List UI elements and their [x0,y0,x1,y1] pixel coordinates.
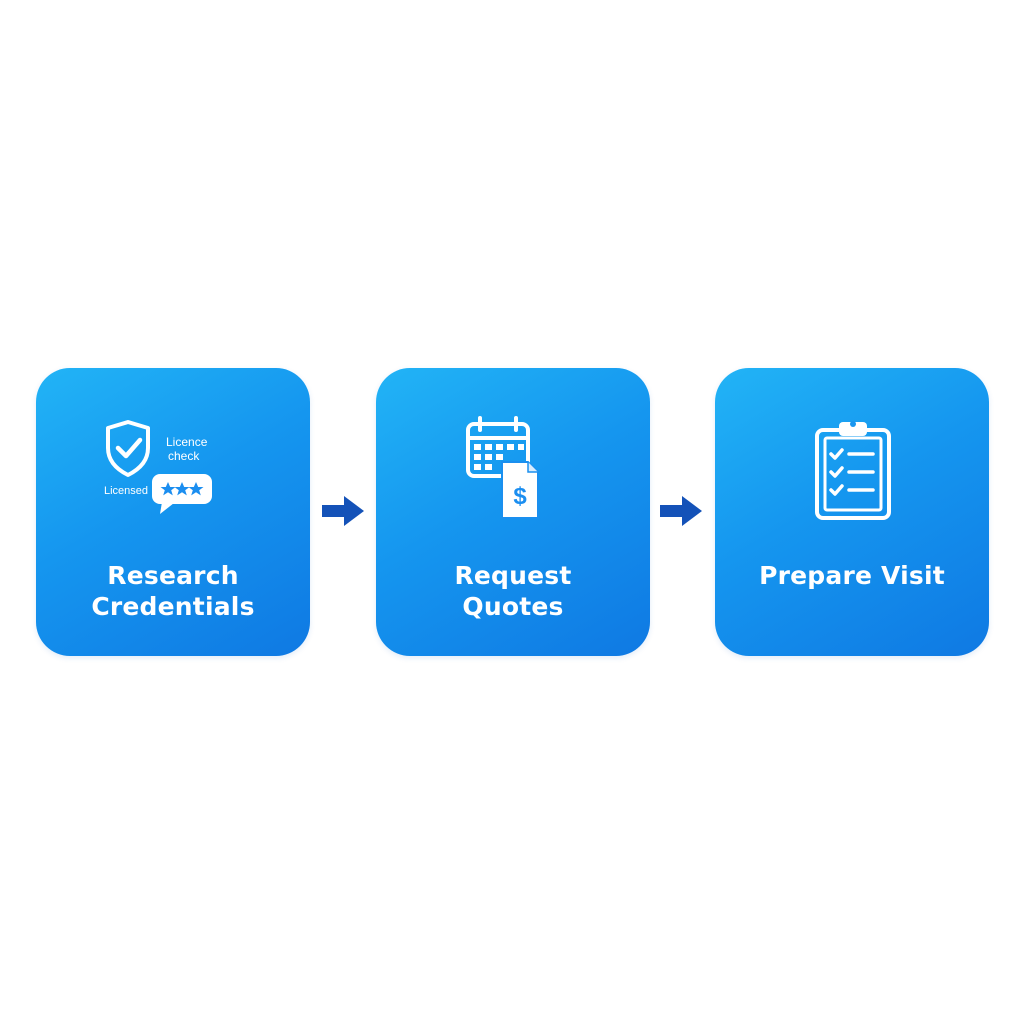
step-card-research-credentials: Licence check Licensed Research Credenti… [36,368,310,656]
step-1-icon-area: Licence check Licensed [36,416,310,526]
step-2-label: Request Quotes [376,560,650,622]
step-2-icon-area: $ [376,416,650,526]
step-3-label: Prepare Visit [715,560,989,591]
step-2-label-line2: Quotes [462,592,564,621]
clipboard-checklist-icon [815,421,891,520]
step-1-label: Research Credentials [36,560,310,622]
step-1-label-line2: Credentials [91,592,255,621]
check-text: check [168,449,200,463]
arrow-right-icon [322,496,364,526]
step-3-label-line1: Prepare Visit [759,561,945,590]
arrow-right-icon [660,496,702,526]
step-2-label-line1: Request [454,561,572,590]
step-card-request-quotes: $ Request Quotes [376,368,650,656]
step-3-icon-area [715,416,989,526]
dollar-symbol: $ [513,483,527,510]
step-1-label-line1: Research [107,561,239,590]
calendar-invoice-icon: $ [466,416,539,519]
step-card-prepare-visit: Prepare Visit [715,368,989,656]
shield-check-review-icon: Licence check Licensed [104,420,212,514]
licensed-label: Licensed [104,485,148,497]
licence-text: Licence [166,435,208,449]
